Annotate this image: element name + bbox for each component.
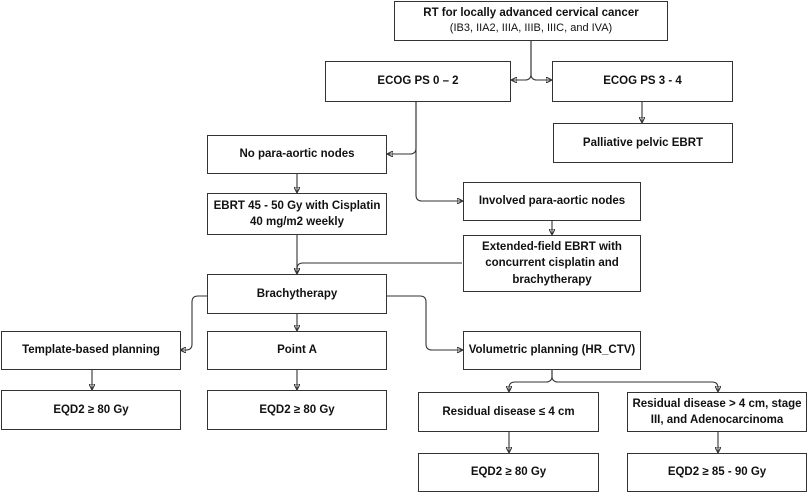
eqd2-template-node: EQD2 ≥ 80 Gy — [1, 390, 181, 430]
eqd2-small-node: EQD2 ≥ 80 Gy — [418, 453, 599, 492]
eqd2-point-a-node: EQD2 ≥ 80 Gy — [207, 390, 387, 430]
involved-pa-nodes-node: Involved para-aortic nodes — [463, 182, 641, 221]
point-a-label: Point A — [277, 344, 317, 357]
edge-extended-to-brachytherapy — [297, 262, 462, 273]
volumetric-planning-label: Volumetric planning (HR_CTV) — [468, 344, 636, 357]
point-a-node: Point A — [207, 331, 387, 370]
ecog-3-4-label: ECOG PS 3 - 4 — [603, 75, 682, 88]
residual-large-line1: Residual disease > 4 cm, stage — [632, 397, 802, 410]
palliative-label: Palliative pelvic EBRT — [582, 136, 704, 149]
no-pa-nodes-node: No para-aortic nodes — [207, 135, 387, 174]
eqd2-large-node: EQD2 ≥ 85 - 90 Gy — [627, 453, 807, 492]
root-title: RT for locally advanced cervical cancer — [423, 7, 639, 20]
root-node: RT for locally advanced cervical cancer … — [394, 1, 668, 41]
template-planning-node: Template-based planning — [1, 331, 181, 370]
edge-volumetric-to-residual-large — [551, 370, 718, 391]
edge-ecog-to-involved-nodes — [415, 101, 462, 201]
edge-brachy-to-volumetric — [387, 295, 462, 350]
ecog-3-4-node: ECOG PS 3 - 4 — [552, 61, 733, 102]
ebrt-cisplatin-node: EBRT 45 - 50 Gy with Cisplatin 40 mg/m2 … — [207, 193, 387, 235]
edge-ecog-to-no-nodes — [388, 101, 417, 154]
ebrt-cisplatin-line2: 40 mg/m2 weekly — [250, 216, 344, 228]
template-planning-label: Template-based planning — [22, 344, 160, 357]
root-subtitle: (IB3, IIA2, IIIA, IIIB, IIIC, and IVA) — [449, 22, 613, 35]
ebrt-cisplatin-line1: EBRT 45 - 50 Gy with Cisplatin — [213, 199, 381, 212]
extended-field-node: Extended-field EBRT with concurrent cisp… — [463, 235, 641, 292]
brachytherapy-node: Brachytherapy — [207, 274, 387, 314]
ecog-0-2-label: ECOG PS 0 – 2 — [377, 75, 459, 88]
residual-large-line2: III, and Adenocarcinoma — [650, 414, 784, 426]
ecog-0-2-node: ECOG PS 0 – 2 — [325, 61, 511, 102]
edge-brachy-to-template — [181, 295, 207, 350]
volumetric-planning-node: Volumetric planning (HR_CTV) — [463, 331, 641, 370]
eqd2-large-label: EQD2 ≥ 85 - 90 Gy — [667, 466, 767, 479]
residual-large-node: Residual disease > 4 cm, stage III, and … — [627, 392, 807, 432]
edge-root-to-ecog-3-4 — [530, 40, 551, 80]
eqd2-point-a-label: EQD2 ≥ 80 Gy — [259, 403, 335, 416]
edge-volumetric-to-residual-small — [509, 370, 553, 391]
residual-small-node: Residual disease ≤ 4 cm — [418, 392, 599, 432]
eqd2-small-label: EQD2 ≥ 80 Gy — [470, 466, 547, 479]
extended-field-line2: concurrent cisplatin and — [485, 257, 619, 270]
eqd2-template-label: EQD2 ≥ 80 Gy — [53, 403, 129, 416]
extended-field-line3: brachytherapy — [512, 273, 592, 286]
extended-field-line1: Extended-field EBRT with — [482, 241, 622, 254]
involved-pa-nodes-label: Involved para-aortic nodes — [478, 195, 626, 208]
edge-root-to-ecog-0-2 — [512, 40, 532, 80]
no-pa-nodes-label: No para-aortic nodes — [239, 148, 355, 161]
brachytherapy-label: Brachytherapy — [256, 287, 338, 300]
residual-small-label: Residual disease ≤ 4 cm — [442, 405, 575, 418]
palliative-node: Palliative pelvic EBRT — [553, 123, 733, 163]
